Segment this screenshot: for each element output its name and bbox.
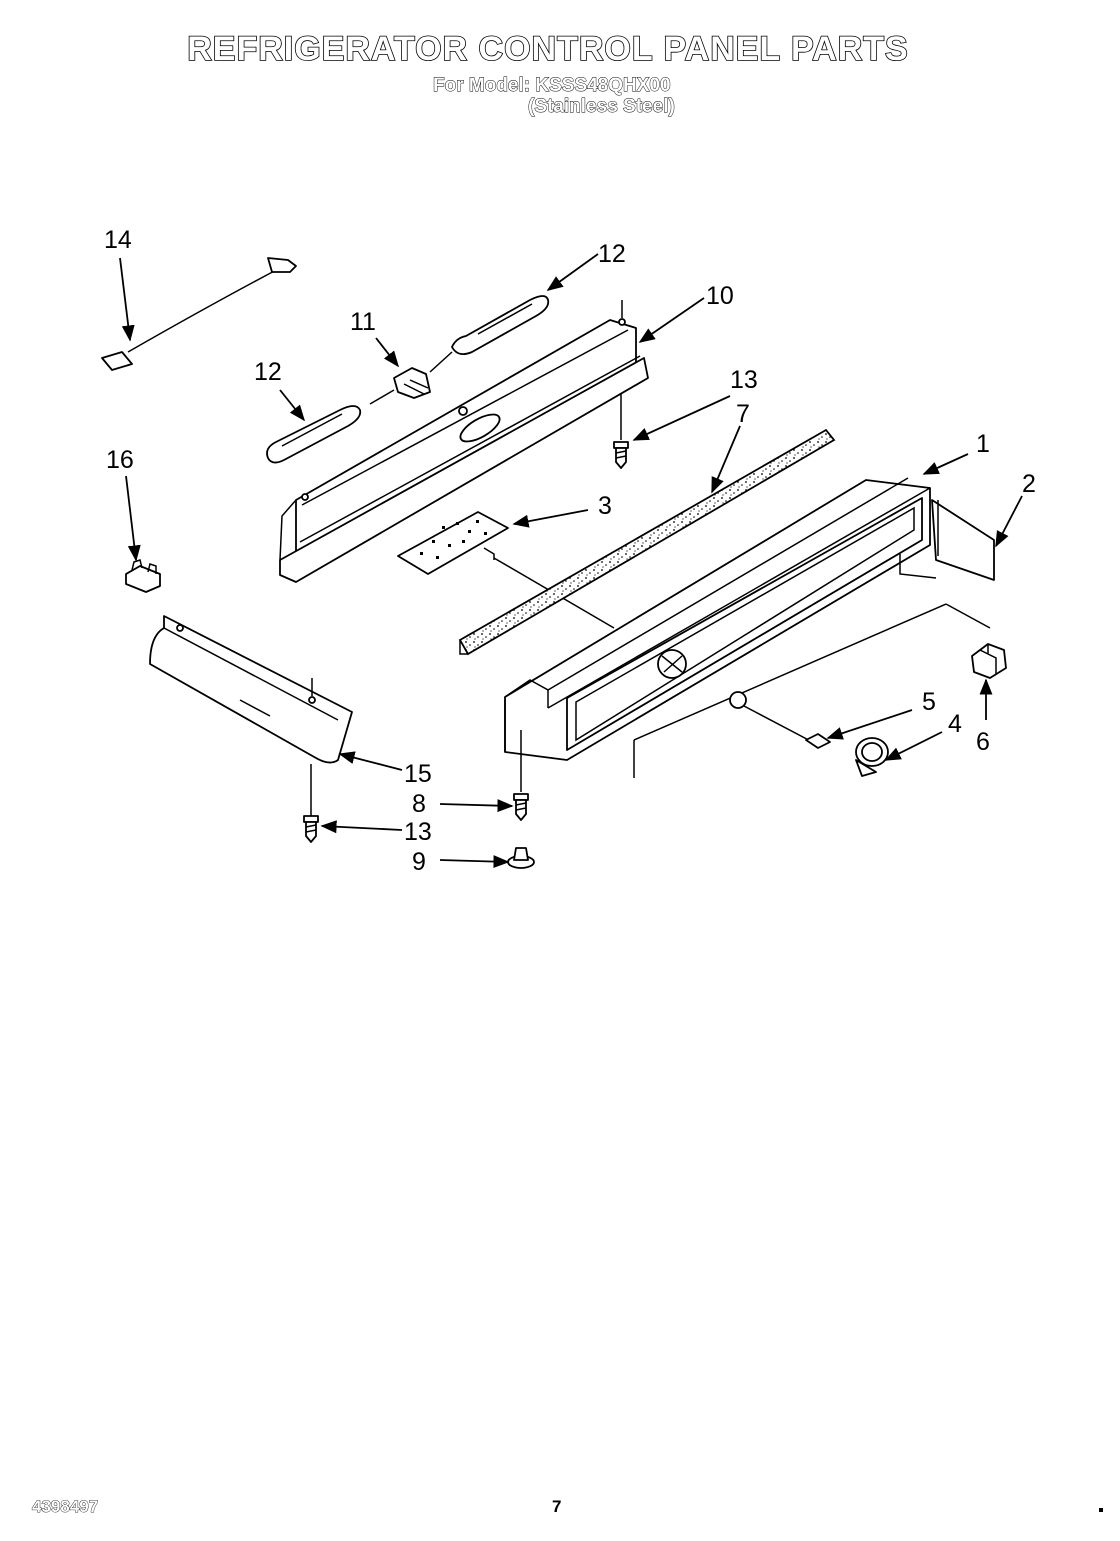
- callout-14: 14: [104, 226, 132, 254]
- corner-mark: [1099, 1508, 1103, 1512]
- callout-16: 16: [106, 446, 134, 474]
- part-1-panel-housing: [504, 477, 931, 761]
- callout-5: 5: [922, 688, 936, 716]
- callout-13-lower: 13: [404, 818, 432, 846]
- finish-line: (Stainless Steel): [528, 96, 676, 118]
- part-5-bracket: [729, 691, 831, 749]
- callout-1: 1: [976, 430, 990, 458]
- part-7-foam-strip: [458, 428, 836, 656]
- callout-7: 7: [736, 400, 750, 428]
- part-8-screw: [513, 730, 529, 821]
- part-6-switch: [971, 643, 1007, 679]
- leader-arrows: [119, 253, 1023, 869]
- callout-6: 6: [976, 728, 990, 756]
- part-12-sensor-upper: [451, 295, 550, 356]
- page-title: REFRIGERATOR CONTROL PANEL PARTS: [186, 29, 909, 69]
- callout-9: 9: [412, 848, 426, 876]
- part-13-screw-upper: [613, 394, 629, 469]
- callout-10: 10: [706, 282, 734, 310]
- part-9-foot: [507, 847, 535, 869]
- callout-12-lower: 12: [254, 358, 282, 386]
- callout-15: 15: [404, 760, 432, 788]
- part-11-control: [369, 351, 453, 405]
- callout-8: 8: [412, 790, 426, 818]
- callout-2: 2: [1022, 470, 1036, 498]
- model-line: For Model: KSSS48QHX00: [433, 75, 671, 97]
- part-16-clip: [125, 559, 161, 593]
- part-2-trim: [633, 499, 995, 778]
- callout-3: 3: [598, 492, 612, 520]
- callout-4: 4: [948, 710, 962, 738]
- callout-12-upper: 12: [598, 240, 626, 268]
- part-14-wire-harness: [101, 257, 297, 371]
- part-4-knob: [855, 737, 889, 777]
- document-number: 4398497: [32, 1497, 99, 1517]
- callout-13-upper: 13: [730, 366, 758, 394]
- callout-numbers: 14 12 10 11 12 13 7 1 2 3 16 5 4 6 15 8 …: [104, 226, 1036, 876]
- page-number: 7: [552, 1497, 562, 1516]
- callout-11: 11: [350, 308, 376, 336]
- part-15-lower-trim: [149, 615, 353, 764]
- part-12-sensor-lower: [266, 405, 362, 464]
- part-13-screw-lower: [303, 764, 319, 843]
- part-10-control-housing: [279, 300, 649, 583]
